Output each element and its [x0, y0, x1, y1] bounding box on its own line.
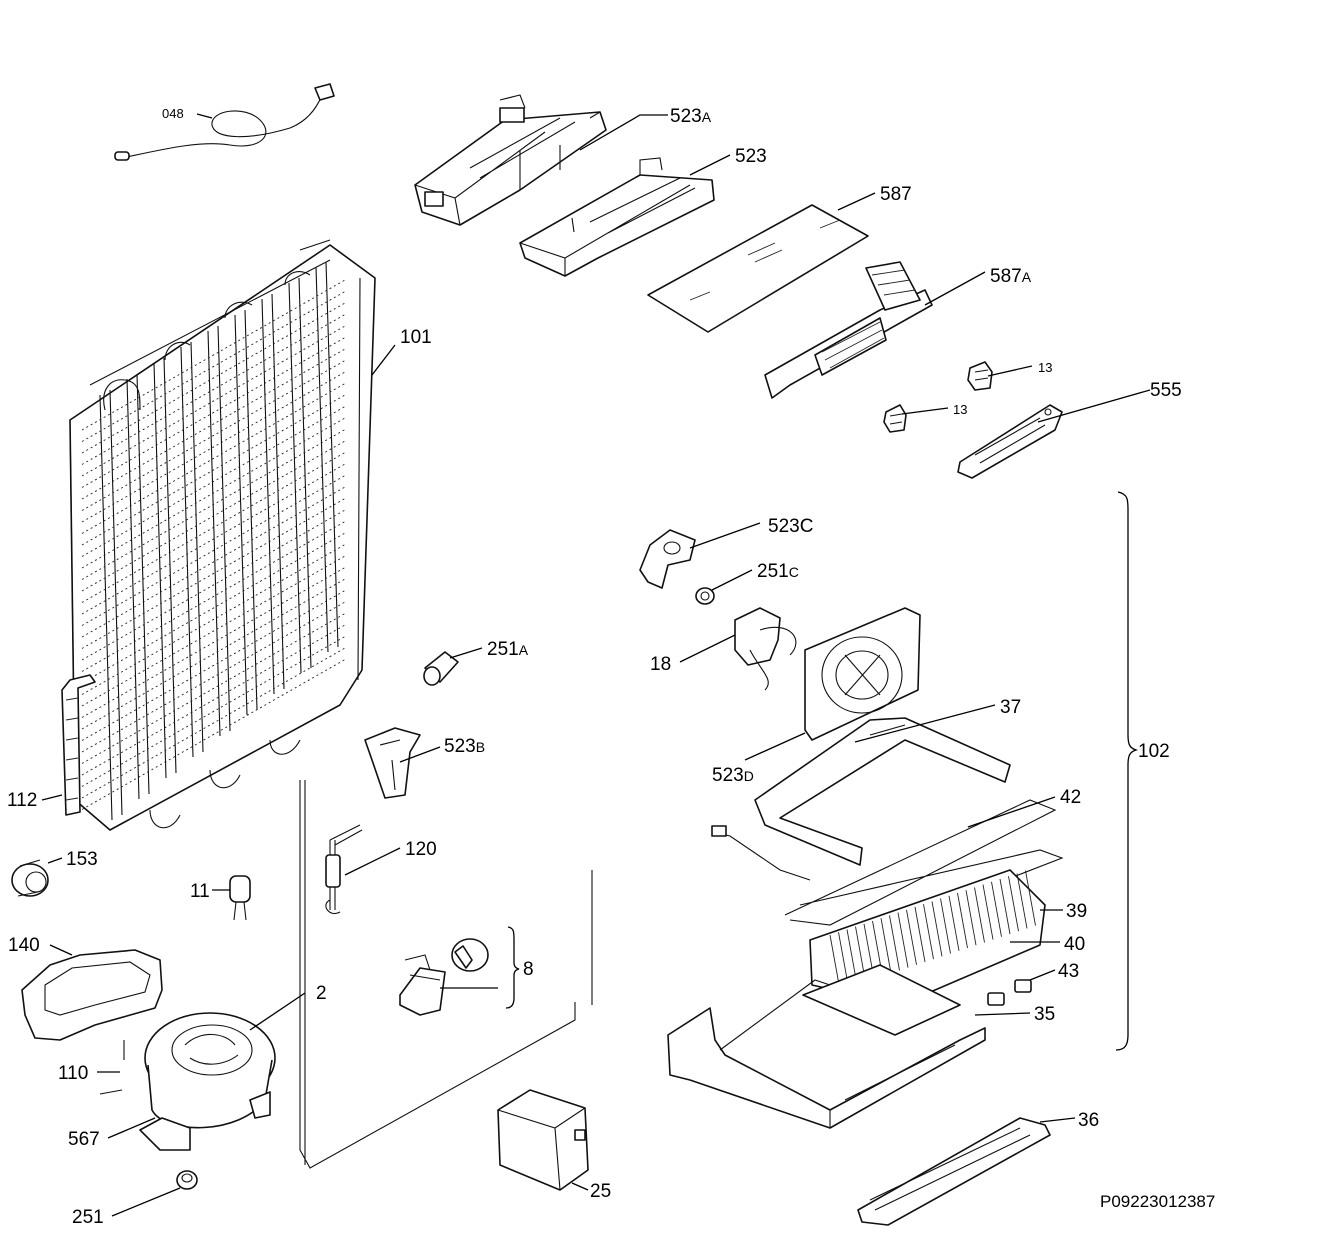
part-35-drain-tray[interactable]	[667, 979, 986, 1129]
part-048-sensor-cable[interactable]	[114, 83, 335, 161]
part-523C-fan-bracket[interactable]	[639, 529, 696, 589]
group-102-bracket	[1115, 491, 1139, 1051]
label-555: 555	[1150, 380, 1182, 401]
label-13-upper: 13	[1038, 360, 1052, 375]
label-251: 251	[72, 1207, 104, 1228]
part-523D-fan-shroud[interactable]	[804, 607, 921, 741]
part-251C-bushing[interactable]	[695, 587, 715, 605]
label-36: 36	[1078, 1110, 1099, 1131]
part-251-damper[interactable]	[176, 1170, 198, 1190]
label-587: 587	[880, 184, 912, 205]
cabinet-outline	[299, 239, 593, 1169]
label-523: 523	[735, 146, 767, 167]
label-101: 101	[400, 327, 432, 348]
label-8: 8	[523, 959, 534, 980]
label-37: 37	[1000, 697, 1021, 718]
label-587A: 587A	[990, 266, 1032, 287]
label-43: 43	[1058, 961, 1079, 982]
part-18-fan-motor[interactable]	[734, 607, 797, 691]
part-101-condenser[interactable]	[69, 244, 376, 831]
label-42: 42	[1060, 787, 1081, 808]
part-523-base-plate[interactable]	[519, 157, 715, 277]
part-587-circuit-cover[interactable]	[647, 204, 869, 333]
label-523D: 523D	[712, 765, 754, 786]
part-labels: 048 523A 523 587 587A 101 13 13 555 523C…	[7, 106, 1182, 1228]
part-112-drier-tube[interactable]	[61, 674, 96, 816]
part-110-pin[interactable]	[99, 1040, 125, 1095]
part-2-compressor[interactable]	[139, 1012, 276, 1151]
label-048: 048	[162, 106, 184, 121]
part-8-relay-assembly[interactable]	[399, 938, 489, 1016]
part-43-spacer-blocks[interactable]	[987, 979, 1032, 1006]
label-523A: 523A	[670, 106, 712, 127]
document-id: P09223012387	[1100, 1192, 1215, 1211]
part-140-drip-tray[interactable]	[21, 949, 163, 1041]
part-36-drain-channel[interactable]	[857, 1117, 1051, 1226]
part-11-capacitor[interactable]	[229, 875, 251, 921]
part-251A-bushing[interactable]	[423, 651, 459, 686]
label-523B: 523B	[444, 736, 485, 757]
part-25-control-box[interactable]	[497, 1089, 589, 1191]
part-120-thermostat-sensor[interactable]	[325, 824, 363, 914]
label-120: 120	[405, 839, 437, 860]
part-37-evaporator-cover[interactable]	[754, 717, 1011, 866]
label-39: 39	[1066, 901, 1087, 922]
part-13-clip-lower[interactable]	[883, 404, 907, 433]
part-40-insulation-pad[interactable]	[802, 964, 961, 1036]
label-35: 35	[1034, 1004, 1055, 1025]
part-523A-control-housing[interactable]	[414, 94, 607, 226]
label-110: 110	[58, 1063, 88, 1084]
part-555-lamp-holder[interactable]	[957, 404, 1063, 479]
label-40: 40	[1064, 934, 1085, 955]
part-13-clip-upper[interactable]	[967, 361, 993, 391]
group-8-bracket	[505, 926, 520, 1009]
label-153: 153	[66, 849, 98, 870]
label-251A: 251A	[487, 639, 529, 660]
part-587A-power-module[interactable]	[764, 261, 933, 399]
leader-lines	[41, 113, 1151, 1217]
label-140: 140	[8, 935, 40, 956]
part-523B-sensor-holder[interactable]	[364, 727, 421, 799]
label-112: 112	[7, 790, 37, 811]
label-25: 25	[590, 1181, 611, 1202]
label-251C: 251C	[757, 561, 799, 582]
label-2: 2	[316, 983, 327, 1004]
part-153-grommet[interactable]	[11, 859, 49, 897]
label-18: 18	[650, 654, 671, 675]
label-13-lower: 13	[953, 402, 967, 417]
label-523C: 523C	[768, 516, 813, 537]
label-567: 567	[68, 1129, 100, 1150]
label-11: 11	[190, 881, 210, 902]
label-102: 102	[1138, 741, 1170, 762]
